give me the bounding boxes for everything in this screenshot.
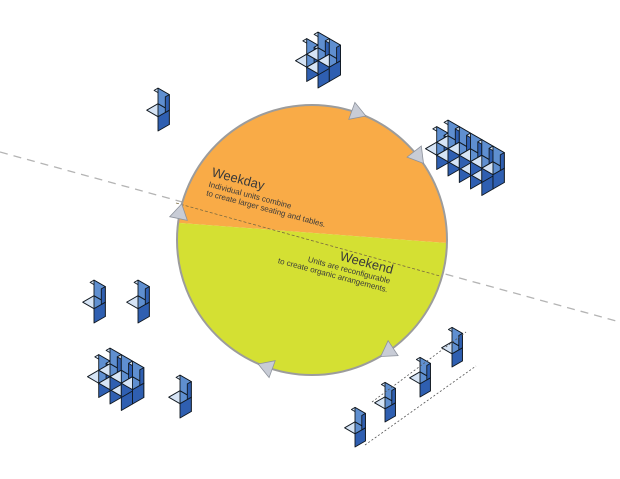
block-face bbox=[384, 402, 396, 423]
seating-module-icon bbox=[109, 354, 133, 398]
block-face bbox=[354, 427, 366, 448]
block-face bbox=[426, 362, 431, 381]
block-face bbox=[137, 301, 150, 324]
seating-module-icon bbox=[409, 356, 431, 398]
block-face bbox=[492, 167, 505, 190]
block-face bbox=[391, 387, 396, 406]
block-face bbox=[100, 286, 106, 305]
block-face bbox=[458, 332, 463, 351]
seating-module-icon bbox=[295, 38, 319, 82]
cycle-arrows bbox=[168, 101, 424, 379]
seating-module-icon bbox=[344, 406, 366, 448]
seating-module-icon bbox=[82, 279, 106, 324]
seating-module-icon bbox=[120, 360, 145, 405]
cycle-arrow-icon bbox=[168, 203, 188, 221]
seating-module-icon bbox=[168, 374, 192, 419]
divider-line bbox=[0, 151, 620, 323]
seating-module-icon bbox=[87, 354, 111, 398]
block-face bbox=[499, 152, 505, 171]
cycle-arrow-icon bbox=[380, 339, 399, 357]
seating-module-icon bbox=[441, 326, 463, 368]
circle-outline bbox=[176, 104, 448, 376]
block-face bbox=[336, 44, 341, 64]
seating-module-icon bbox=[374, 381, 396, 423]
cycle-arrow-icon bbox=[348, 101, 367, 120]
seating-module-icon bbox=[146, 87, 170, 132]
seating-module-icon bbox=[481, 145, 505, 190]
guide-lines bbox=[364, 331, 477, 446]
cycle-arrow-icon bbox=[406, 145, 424, 165]
seating-modules bbox=[82, 31, 505, 448]
cycle-circle bbox=[175, 104, 448, 376]
circle-split-line bbox=[175, 202, 441, 277]
block-face bbox=[93, 301, 106, 324]
block-face bbox=[179, 396, 192, 419]
block-face bbox=[361, 412, 366, 431]
block-face bbox=[157, 109, 170, 132]
cycle-arrow-icon bbox=[257, 360, 276, 379]
seating-module-icon bbox=[317, 38, 341, 82]
seating-module-icon bbox=[126, 279, 150, 324]
weekend-half bbox=[177, 223, 447, 375]
block-face bbox=[419, 377, 431, 398]
block-face bbox=[164, 94, 170, 113]
block-face bbox=[186, 381, 192, 400]
seating-module-icon bbox=[425, 126, 449, 170]
block-face bbox=[328, 60, 341, 82]
block-face bbox=[139, 367, 145, 386]
block-face bbox=[144, 286, 150, 305]
block-face bbox=[451, 347, 463, 368]
block-face bbox=[132, 382, 145, 405]
